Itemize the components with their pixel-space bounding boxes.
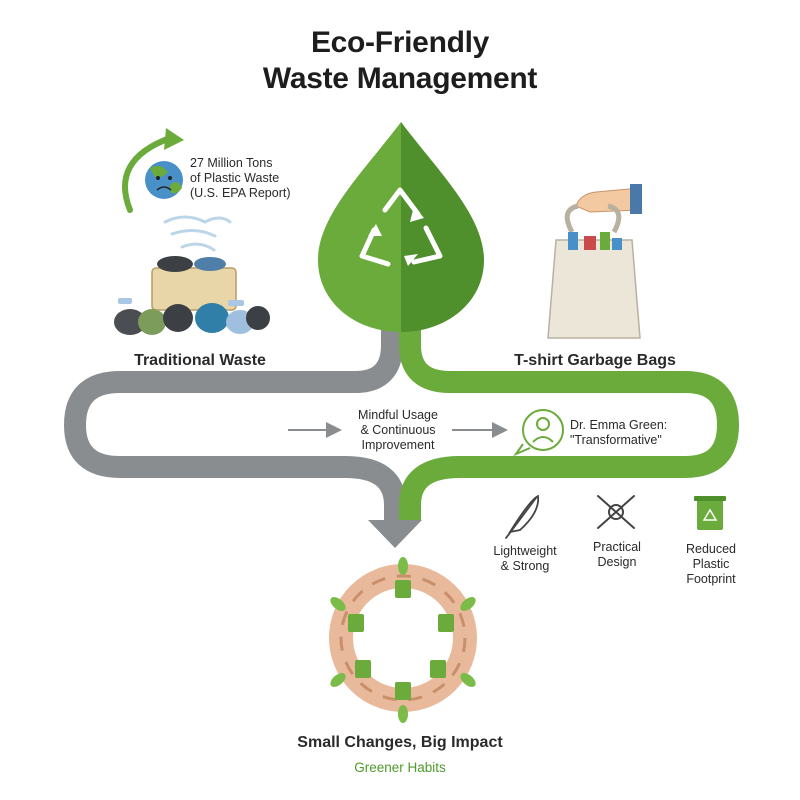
recycle-leaf-icon <box>318 122 484 332</box>
feather-icon <box>505 494 540 539</box>
mindful-line-3: Improvement <box>361 438 435 452</box>
benefit-line-2: Design <box>597 555 637 569</box>
benefit-line-2: Plastic <box>692 557 730 571</box>
quote-line-2: "Transformative" <box>570 433 662 447</box>
green-flow-path <box>399 322 739 520</box>
stat-text: 27 Million Tons of Plastic Waste (U.S. E… <box>190 156 300 201</box>
benefit-line-1: Lightweight <box>493 544 557 558</box>
benefit-line-1: Reduced <box>685 542 737 556</box>
traditional-waste-label: Traditional Waste <box>134 352 266 369</box>
stat-line-3: (U.S. EPA Report) <box>190 186 291 200</box>
stat-line-2: of Plastic Waste <box>190 171 280 185</box>
benefit-line-1: Practical <box>593 540 641 554</box>
garbage-pile-icon <box>114 256 270 335</box>
gray-flow-arrowhead <box>368 520 422 548</box>
benefit-reduced-footprint: Reduced Plastic Footprint <box>666 542 756 587</box>
tshirt-bags-label: T-shirt Garbage Bags <box>514 352 676 369</box>
quote-line-1: Dr. Emma Green: <box>570 418 668 432</box>
greener-habits-label: Greener Habits <box>354 760 446 775</box>
mindful-line-1: Mindful Usage <box>358 408 438 422</box>
expert-quote: Dr. Emma Green: "Transformative" <box>570 418 690 448</box>
impact-label: Small Changes, Big Impact <box>297 734 503 751</box>
recycle-bin-icon <box>694 496 726 530</box>
sad-globe-icon <box>122 128 184 213</box>
benefit-lightweight: Lightweight & Strong <box>480 544 570 574</box>
title-line-2: Waste Management <box>262 62 538 95</box>
hands-circle-icon <box>329 557 477 723</box>
tshirt-bag-icon <box>547 184 642 339</box>
title-line-1: Eco-Friendly <box>310 26 490 59</box>
gray-flow-path <box>64 322 406 520</box>
mindful-line-2: & Continuous <box>360 423 436 437</box>
benefit-practical: Practical Design <box>572 540 662 570</box>
expert-speech-icon <box>513 409 564 457</box>
stat-line-1: 27 Million Tons <box>190 156 273 170</box>
mindful-usage-text: Mindful Usage & Continuous Improvement <box>338 408 458 453</box>
benefit-line-3: Footprint <box>686 572 736 586</box>
benefit-line-2: & Strong <box>500 559 550 573</box>
fumes-icon <box>163 215 232 252</box>
knot-icon <box>597 495 635 529</box>
